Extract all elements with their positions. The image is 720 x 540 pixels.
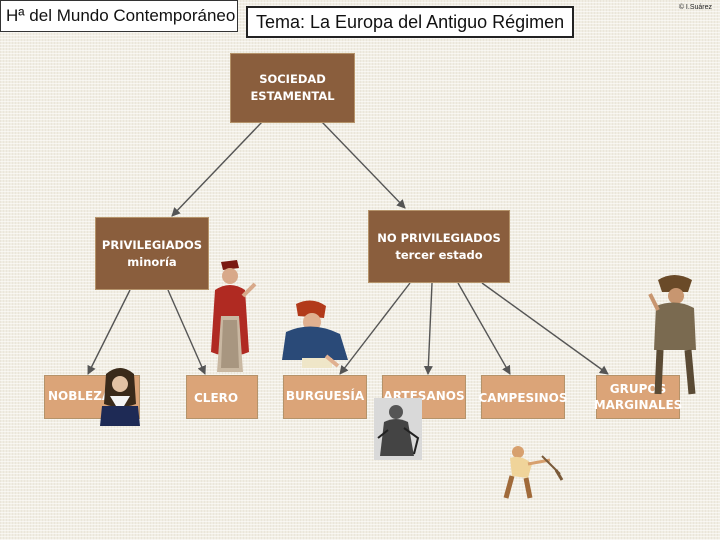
box-sociedad-estamental: SOCIEDAD ESTAMENTAL [230,53,355,123]
box-campesinos-label: CAMPESINOS [478,391,568,405]
arrow-root-to-nonprivileged [321,121,406,209]
topic-title: Tema: La Europa del Antiguo Régimen [246,6,574,38]
clergyman-figure-icon [211,260,257,372]
peasant-figure-icon [503,446,564,499]
box-marginales-line1: GRUPOS [609,381,667,396]
marginal-figure-icon [648,275,696,395]
box-privilegiados: PRIVILEGIADOS minoría [95,217,209,290]
box-no-privilegiados: NO PRIVILEGIADOS tercer estado [368,210,510,283]
arrow-nonprivileged-to-burguesia [339,282,411,375]
box-grupos-marginales: GRUPOS MARGINALES [593,375,683,419]
arrow-privileged-to-nobleza [87,289,131,375]
box-marginales-line2: MARGINALES [593,398,683,412]
box-privilegiados-line1: PRIVILEGIADOS [101,237,203,252]
arrow-privileged-to-clero [167,289,206,375]
artisan-figure-icon [374,398,422,460]
arrow-root-to-privileged [171,121,263,217]
box-clero-label: CLERO [194,391,239,405]
box-burguesia: BURGUESÍA [283,375,367,419]
box-no-privilegiados-line1: NO PRIVILEGIADOS [377,230,501,245]
box-privilegiados-line2: minoría [127,254,177,269]
box-sociedad-line1: SOCIEDAD [259,72,326,87]
box-campesinos: CAMPESINOS [478,375,568,419]
arrow-nonprivileged-to-marginales [481,282,609,375]
bourgeois-figure-icon [282,300,348,368]
box-burguesia-label: BURGUESÍA [285,389,365,404]
copyright-notice: © I.Suárez [678,4,712,11]
arrow-nonprivileged-to-campesinos [457,282,511,375]
box-no-privilegiados-line2: tercer estado [395,247,483,262]
box-nobleza-label: NOBLEZA [48,389,112,404]
box-sociedad-line2: ESTAMENTAL [250,89,335,103]
box-clero: CLERO [186,375,258,419]
arrow-nonprivileged-to-artesanos [423,282,433,375]
nobleman-figure-icon [100,368,140,426]
subject-title: Hª del Mundo Contemporáneo [0,0,238,32]
